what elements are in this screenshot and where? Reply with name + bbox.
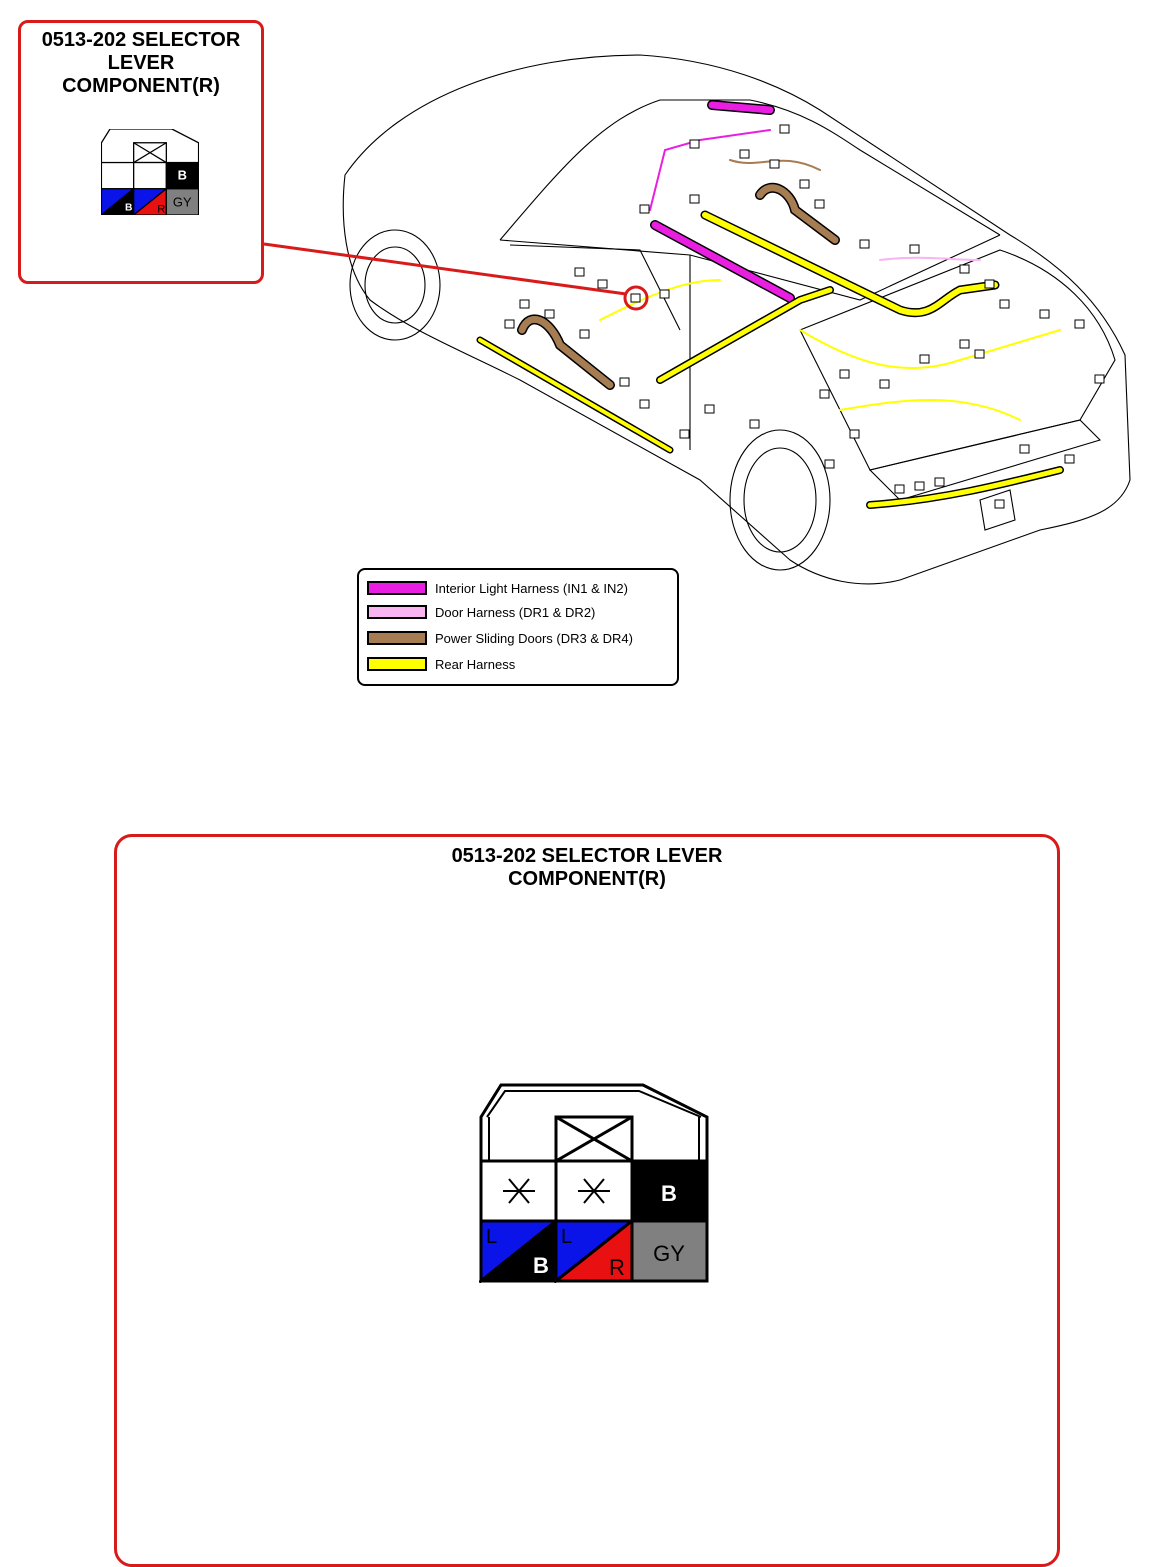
- small-title-line-1: 0513-202 SELECTOR: [41, 29, 241, 51]
- cell-b-label: B: [661, 1181, 677, 1206]
- harness-legend: Interior Light Harness (IN1 & IN2) Door …: [357, 568, 679, 686]
- legend-swatch-interior-light: [367, 581, 427, 595]
- cell-lb-top-label: L: [486, 1226, 497, 1248]
- small-cell-lb-bottom-label: B: [125, 203, 132, 214]
- cell-lr-top-label: L: [561, 1226, 572, 1248]
- large-title-line-1: 0513-202 SELECTOR LEVER: [451, 845, 723, 867]
- connector-callout-small: 0513-202 SELECTOR LEVER COMPONENT(R) B G…: [18, 20, 264, 284]
- small-cell-b-label: B: [178, 168, 187, 183]
- vehicle-harness-illustration: [263, 54, 1131, 585]
- legend-label: Power Sliding Doors (DR3 & DR4): [435, 630, 633, 646]
- legend-label: Door Harness (DR1 & DR2): [435, 604, 596, 620]
- small-title-line-3: COMPONENT(R): [62, 75, 220, 97]
- small-title-line-2: LEVER: [107, 52, 175, 74]
- legend-item: Door Harness (DR1 & DR2): [367, 602, 595, 622]
- legend-label: Rear Harness: [435, 656, 516, 672]
- large-callout-title: 0513-202 SELECTOR LEVER COMPONENT(R): [117, 845, 1057, 891]
- legend-item: Rear Harness: [367, 654, 515, 674]
- small-callout-title: 0513-202 SELECTOR LEVER COMPONENT(R): [21, 29, 261, 98]
- connector-face-small: B GY B R: [101, 129, 199, 215]
- cell-gy-label: GY: [653, 1241, 685, 1266]
- legend-item: Interior Light Harness (IN1 & IN2): [367, 578, 628, 598]
- small-cell-lr-bottom-label: R: [157, 203, 165, 215]
- legend-swatch-power-sliding-doors: [367, 631, 427, 645]
- cell-lb-bottom-label: B: [533, 1253, 549, 1278]
- legend-label: Interior Light Harness (IN1 & IN2): [435, 580, 628, 596]
- legend-swatch-rear: [367, 657, 427, 671]
- legend-swatch-door: [367, 605, 427, 619]
- cell-lr-bottom-label: R: [609, 1255, 625, 1280]
- large-title-line-2: COMPONENT(R): [508, 868, 666, 890]
- connector-callout-large: 0513-202 SELECTOR LEVER COMPONENT(R) B: [114, 834, 1060, 1567]
- legend-item: Power Sliding Doors (DR3 & DR4): [367, 628, 633, 648]
- connector-face-large: B GY L B L R: [479, 1083, 709, 1283]
- small-cell-gy-label: GY: [173, 194, 192, 209]
